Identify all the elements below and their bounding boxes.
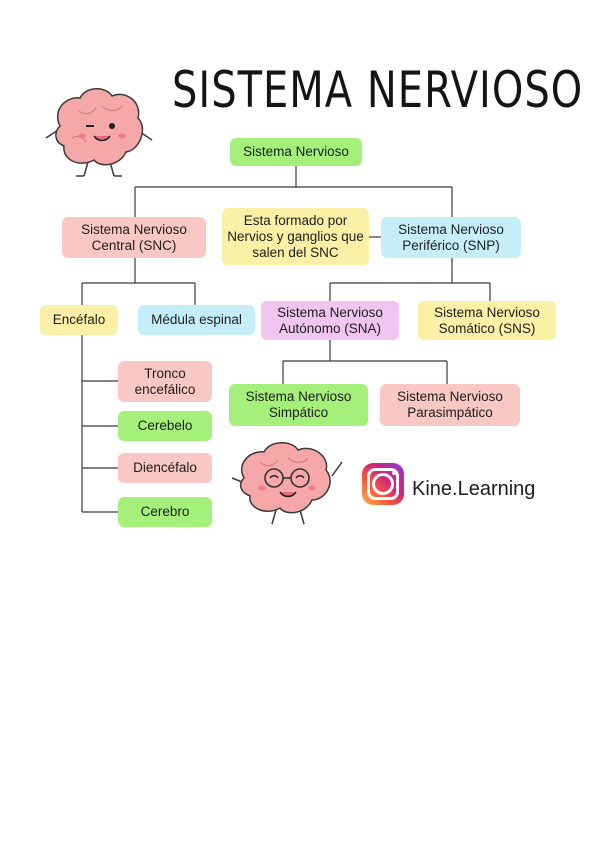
node-sistema-nervioso: Sistema Nervioso [230,138,362,166]
node-diencefalo: Diencéfalo [118,453,212,483]
brain-glasses-mascot-icon [228,438,348,528]
node-sna: Sistema Nervioso Autónomo (SNA) [261,301,399,340]
node-sns: Sistema Nervioso Somático (SNS) [418,301,556,340]
node-simpatico: Sistema Nervioso Simpático [229,384,368,426]
instagram-icon [362,463,404,505]
page-title: SISTEMA NERVIOSO [172,62,583,120]
node-tronco: Tronco encefálico [118,361,212,402]
node-parasimpatico: Sistema Nervioso Parasimpático [380,384,520,426]
node-snc: Sistema Nervioso Central (SNC) [62,217,206,258]
node-encefalo: Encéfalo [40,305,118,335]
node-cerebro: Cerebro [118,497,212,527]
node-nota: Esta formado por Nervios y ganglios que … [222,208,369,265]
node-snp: Sistema Nervioso Periférico (SNP) [381,217,521,258]
node-medula: Médula espinal [138,305,255,335]
brain-mascot-icon [40,80,160,185]
brand-name: Kine.Learning [412,478,535,501]
node-cerebelo: Cerebelo [118,411,212,441]
